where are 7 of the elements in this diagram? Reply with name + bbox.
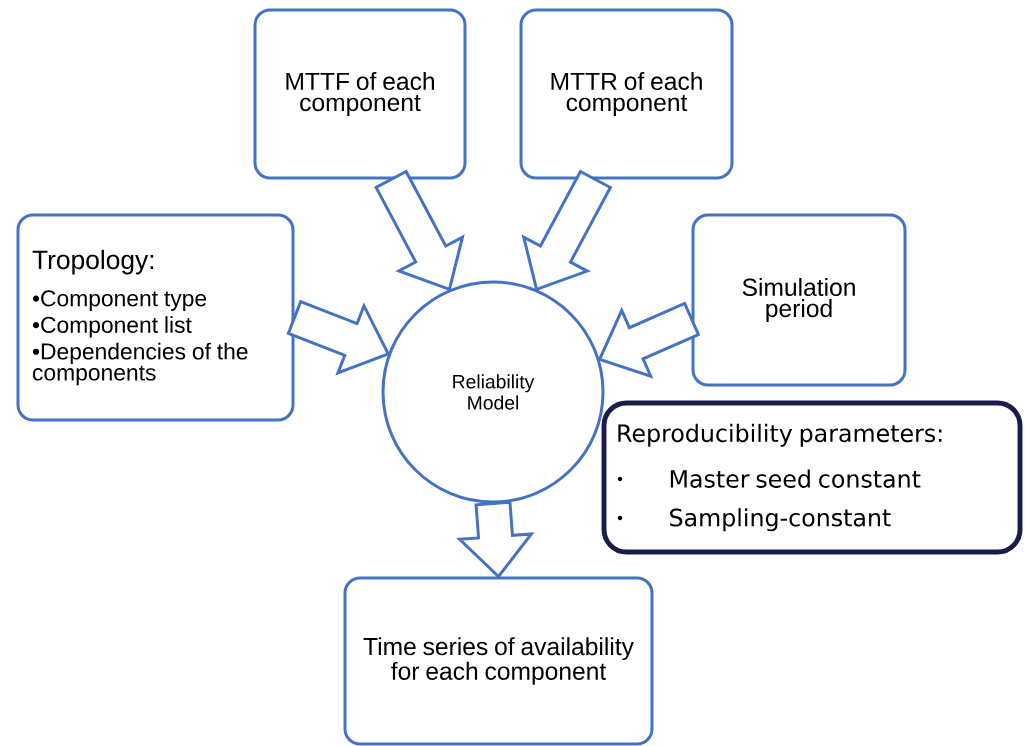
input-box: Simulation period — [691, 213, 907, 387]
input-box: MTTR of each component — [519, 8, 734, 180]
input-box: MTTF of each component — [253, 8, 467, 180]
parameter-box: Reproducibility parameters: Master seed constant Sampling-constant — [601, 400, 1023, 555]
output-box: Time series of availability for each component — [343, 576, 654, 746]
input-box: Tropology: •Component type •Component list •Dependencies of the components — [16, 213, 295, 422]
block-arrow — [456, 500, 535, 579]
